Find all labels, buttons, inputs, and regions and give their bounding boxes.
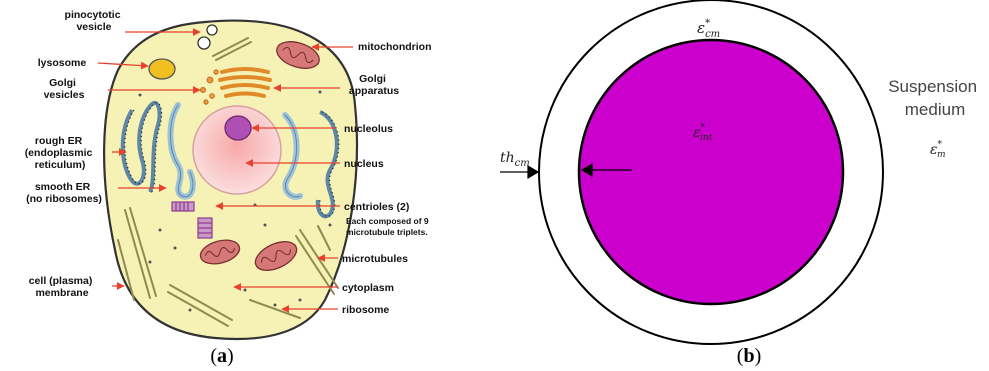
label-microtubules: microtubules (342, 253, 408, 265)
label-golgi-vesicles: Golgi vesicles (44, 77, 85, 101)
medium-permittivity-symbol: ε*m (930, 140, 946, 160)
label-smooth-er: smooth ER (no ribosomes) (26, 181, 102, 205)
suspension-medium-label: Suspension medium (888, 77, 982, 119)
label-nucleus: nucleus (344, 158, 384, 170)
caption-a: (a) (210, 345, 233, 367)
nucleolus-shape (225, 116, 251, 140)
label-centrioles-note: Each composed of 9 microtubule triplets. (346, 216, 431, 237)
caption-b: (b) (737, 345, 761, 367)
membrane-thickness-symbol: thcm (500, 150, 530, 169)
label-cytoplasm: cytoplasm (342, 282, 394, 294)
shell-model-diagram: ε*cm ε*int thcm Suspension medium ε*m (b… (500, 0, 982, 367)
label-centrioles: centrioles (2) (344, 201, 409, 213)
label-pinocytotic-vesicle: pinocytotic vesicle (65, 9, 124, 33)
animal-cell-diagram: pinocytotic vesicle lysosome Golgi vesic… (25, 9, 432, 367)
label-golgi-apparatus: Golgi apparatus (349, 73, 399, 97)
label-rough-er: rough ER (endoplasmic reticulum) (25, 135, 96, 171)
cell-interior-circle (579, 40, 843, 304)
label-nucleolus: nucleolus (344, 123, 393, 135)
label-ribosome: ribosome (342, 304, 389, 316)
label-mitochondrion: mitochondrion (358, 41, 432, 53)
lysosome-shape (149, 59, 175, 79)
label-cell-membrane: cell (plasma) membrane (29, 275, 96, 299)
label-lysosome: lysosome (38, 57, 87, 69)
